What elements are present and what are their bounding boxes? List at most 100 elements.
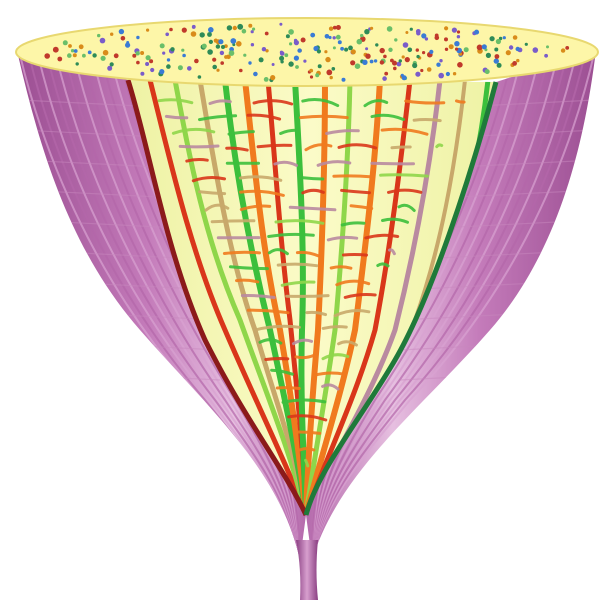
surface-pore bbox=[445, 71, 450, 77]
vessel-capillary bbox=[204, 203, 230, 212]
surface-pore bbox=[309, 75, 314, 79]
vessel-capillary bbox=[376, 262, 390, 268]
vessel-capillary bbox=[288, 205, 337, 212]
surface-pore bbox=[150, 67, 155, 73]
surface-pore bbox=[224, 55, 228, 59]
surface-pore bbox=[505, 50, 511, 56]
surface-pore bbox=[284, 53, 289, 58]
surface-pore bbox=[508, 45, 514, 50]
surface-pore bbox=[270, 75, 276, 81]
vessel-capillary bbox=[404, 99, 446, 105]
surface-pore bbox=[149, 59, 154, 64]
surface-pore bbox=[221, 45, 225, 49]
surface-pore bbox=[248, 23, 253, 28]
sheath-fiber bbox=[311, 50, 560, 560]
surface-pore bbox=[228, 50, 235, 56]
vessel-capillary bbox=[321, 383, 340, 391]
vessel-capillary bbox=[276, 262, 319, 268]
surface-pore bbox=[485, 52, 491, 59]
vessel-capillary bbox=[280, 280, 316, 287]
surface-pore bbox=[495, 38, 501, 45]
surface-pore bbox=[212, 57, 217, 62]
vessel-capillary bbox=[301, 176, 325, 181]
surface-pore bbox=[524, 42, 528, 46]
vessel-capillary bbox=[240, 293, 276, 299]
surface-pore bbox=[328, 35, 332, 40]
surface-pore bbox=[258, 57, 264, 63]
surface-pore bbox=[438, 72, 445, 79]
surface-pore bbox=[383, 54, 387, 59]
surface-pore bbox=[250, 30, 254, 34]
surface-pore bbox=[476, 44, 483, 51]
surface-pore bbox=[502, 36, 506, 40]
surface-pore bbox=[546, 45, 549, 49]
surface-pore bbox=[207, 32, 212, 37]
surface-pore bbox=[215, 44, 221, 49]
vessel-capillary bbox=[435, 143, 444, 149]
surface-pore bbox=[212, 64, 217, 70]
surface-pore bbox=[392, 60, 397, 66]
vessel-capillary bbox=[364, 233, 400, 240]
vessel-main bbox=[303, 80, 383, 515]
surface-pore bbox=[544, 53, 548, 58]
surface-pore bbox=[191, 24, 196, 29]
vessel-main bbox=[303, 80, 328, 515]
surface-pore bbox=[261, 47, 267, 52]
sheath-fiber bbox=[311, 50, 587, 560]
surface-pore bbox=[135, 51, 140, 56]
surface-pore bbox=[237, 23, 244, 30]
surface-pore bbox=[370, 26, 374, 30]
sheath-fiber bbox=[73, 55, 301, 560]
vessel-capillary bbox=[333, 308, 371, 318]
surface-pore bbox=[70, 49, 75, 53]
surface-pore bbox=[285, 34, 290, 39]
surface-pore bbox=[344, 47, 349, 52]
vessel-capillary bbox=[274, 219, 325, 225]
surface-pore bbox=[208, 39, 213, 45]
vessel-capillary bbox=[267, 232, 315, 238]
surface-pore bbox=[341, 77, 346, 82]
surface-pore bbox=[324, 34, 330, 39]
vessel-capillary bbox=[337, 340, 358, 347]
surface-pore bbox=[398, 59, 402, 63]
surface-pore bbox=[166, 58, 171, 62]
surface-pore bbox=[102, 49, 109, 56]
surface-pore bbox=[452, 72, 457, 76]
vessel-capillary bbox=[210, 219, 256, 224]
surface-pore bbox=[489, 36, 495, 42]
surface-pore bbox=[532, 47, 539, 53]
surface-pore bbox=[297, 48, 302, 53]
vessel-capillary bbox=[370, 113, 405, 121]
vessel-capillary bbox=[388, 248, 396, 256]
surface-pore bbox=[402, 42, 409, 48]
surface-pore bbox=[62, 40, 68, 46]
surface-pore bbox=[315, 73, 320, 78]
sheath-fiber bbox=[311, 50, 533, 560]
vessel-capillary bbox=[342, 253, 368, 257]
surface-pore bbox=[364, 29, 370, 35]
surface-pore bbox=[253, 71, 258, 77]
surface-pore bbox=[265, 49, 269, 53]
surface-pore bbox=[230, 38, 237, 44]
vessel-capillary bbox=[208, 99, 232, 105]
surface-pore bbox=[401, 55, 405, 59]
surface-pore bbox=[393, 66, 397, 71]
vessel-capillary bbox=[321, 325, 348, 330]
surface-pore bbox=[250, 43, 255, 47]
surface-pore bbox=[388, 47, 393, 52]
vessel-capillary bbox=[329, 265, 353, 270]
surface-pore bbox=[146, 28, 150, 32]
surface-pore bbox=[439, 59, 443, 63]
surface-pore bbox=[199, 32, 205, 38]
surface-pore bbox=[512, 61, 517, 66]
surface-pores bbox=[44, 22, 570, 83]
surface-pore bbox=[177, 65, 183, 71]
surface-pore bbox=[309, 68, 314, 73]
vessel-capillary bbox=[275, 386, 301, 390]
surface-pore bbox=[300, 37, 306, 43]
sheath-fiber bbox=[46, 55, 301, 560]
surface-pore bbox=[220, 61, 224, 65]
surface-pore bbox=[68, 44, 72, 48]
surface-pore bbox=[218, 39, 224, 45]
